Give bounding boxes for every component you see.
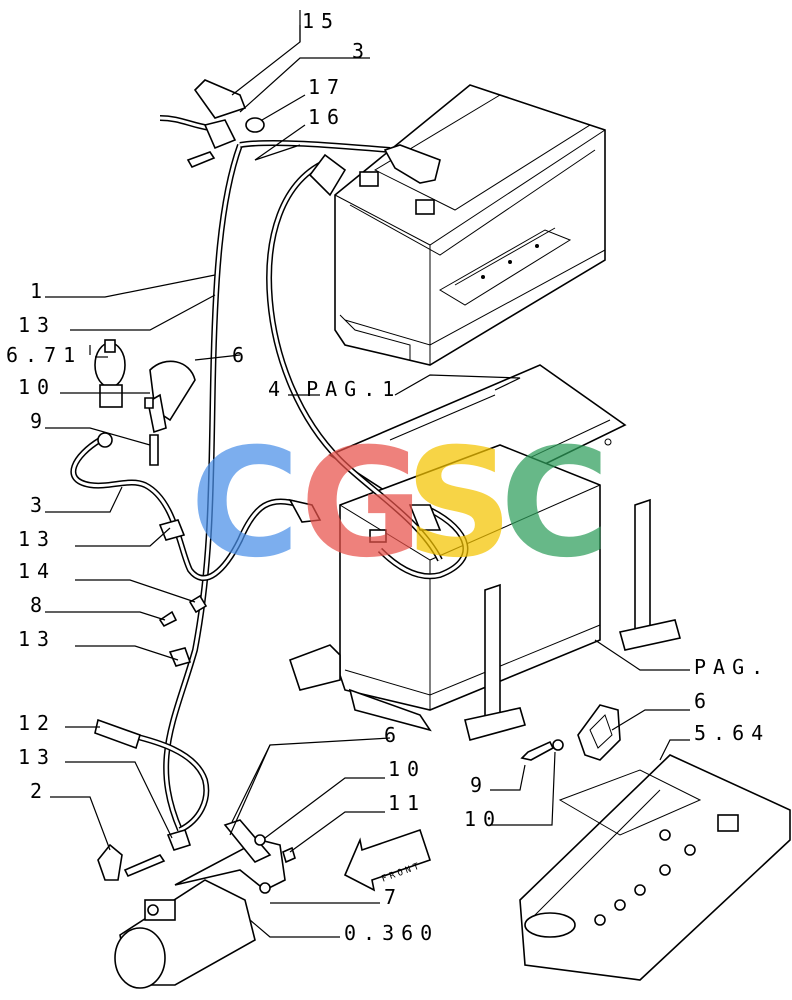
label-11: 11 xyxy=(388,791,426,815)
label-6-71: 6.71 xyxy=(6,343,82,367)
label-13-c: 13 xyxy=(18,627,56,651)
holder-strap-right xyxy=(520,704,621,761)
chassis-bracket xyxy=(519,754,791,981)
label-14: 14 xyxy=(18,559,56,583)
label-13-d: 13 xyxy=(18,745,56,769)
label-0-360: 0.360 xyxy=(344,921,439,945)
watermark-letter-4: C xyxy=(500,417,610,591)
label-2: 2 xyxy=(30,779,49,803)
watermark-letter-3: S xyxy=(405,417,513,591)
label-10-c: 10 xyxy=(464,807,502,831)
watermark: C G S C xyxy=(190,417,610,591)
label-8: 8 xyxy=(30,593,49,617)
label-9-b: 9 xyxy=(470,773,489,797)
front-arrow xyxy=(343,828,432,892)
terminals xyxy=(94,79,442,881)
label-12: 12 xyxy=(18,711,56,735)
label-6-c: 6 xyxy=(694,689,713,713)
watermark-letter-1: C xyxy=(190,417,300,591)
label-6-b: 6 xyxy=(384,723,403,747)
label-9-a: 9 xyxy=(30,409,49,433)
label-3-top: 3 xyxy=(352,39,371,63)
label-5-64: 5.64 xyxy=(694,721,770,745)
starter-motor xyxy=(114,819,296,989)
label-1: 1 xyxy=(30,279,49,303)
support-posts xyxy=(464,498,681,741)
leader-lines xyxy=(45,10,690,938)
label-10-a: 10 xyxy=(18,375,56,399)
upper-battery xyxy=(334,84,606,366)
label-4-pag-1: 4 PAG.1 xyxy=(268,377,401,401)
label-7: 7 xyxy=(384,885,403,909)
label-17: 17 xyxy=(308,75,346,99)
label-16: 16 xyxy=(308,105,346,129)
label-pag: PAG. xyxy=(694,655,770,679)
label-13-b: 13 xyxy=(18,527,56,551)
label-6-a: 6 xyxy=(232,343,251,367)
label-15: 15 xyxy=(302,9,340,33)
label-3-mid: 3 xyxy=(30,493,49,517)
label-13-a: 13 xyxy=(18,313,56,337)
callout-labels: 15 3 17 16 1 13 6.71 6 10 4 PAG.1 9 3 13… xyxy=(6,9,770,945)
watermark-letter-2: G xyxy=(300,417,423,591)
label-10-b: 10 xyxy=(388,757,426,781)
lower-battery xyxy=(288,444,601,732)
